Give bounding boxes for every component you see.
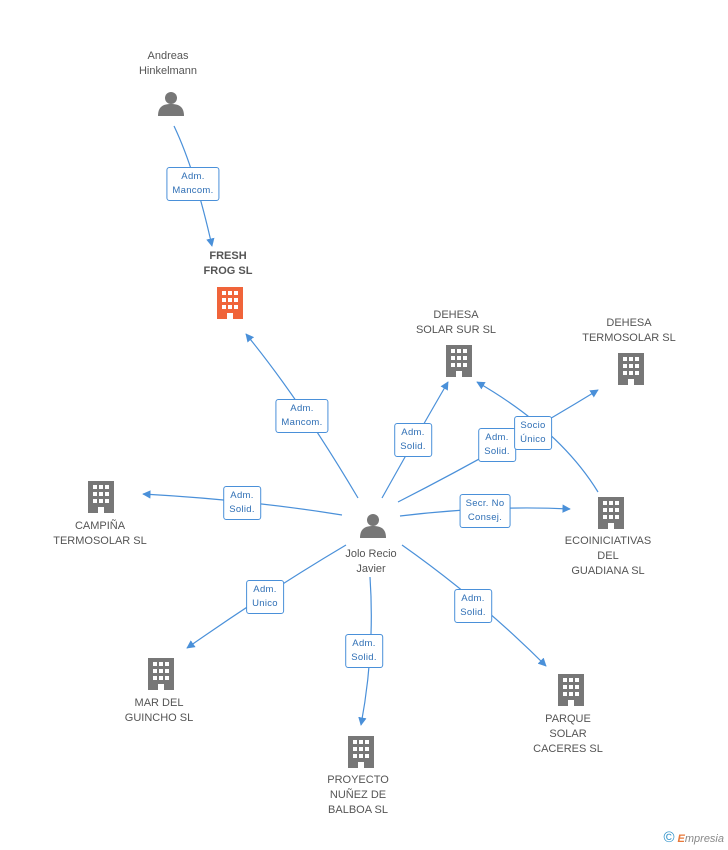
edge-label-jolo-dehesa-termosolar: Adm. Solid.: [478, 428, 516, 462]
person-icon: [158, 92, 184, 116]
edge-label-jolo-proyecto: Adm. Solid.: [345, 634, 383, 668]
node-label-jolo[interactable]: Jolo Recio Javier: [345, 548, 397, 575]
person-icon: [360, 514, 386, 538]
node-label-mar-del-guincho[interactable]: MAR DEL GUINCHO SL: [124, 697, 194, 724]
edge-label-jolo-fresh: Adm. Mancom.: [275, 399, 329, 433]
node-label-parque[interactable]: PARQUE SOLAR CACERES SL: [533, 713, 603, 755]
copyright-notice: ©Empresia: [663, 829, 724, 846]
building-icon: [598, 497, 624, 529]
building-icon: [618, 353, 644, 385]
copyright-icon: ©: [663, 829, 675, 846]
node-label-ecoiniciativas[interactable]: ECOINICIATIVAS DEL GUADIANA SL: [564, 535, 652, 577]
node-label-proyecto[interactable]: PROYECTO NUÑEZ DE BALBOA SL: [327, 774, 389, 816]
building-icon: [148, 658, 174, 690]
edge-label-jolo-campina: Adm. Solid.: [223, 486, 261, 520]
building-icon: [88, 481, 114, 513]
edge-label-jolo-ecoiniciativas: Secr. No Consej.: [459, 494, 511, 528]
node-label-fresh-frog[interactable]: FRESH FROG SL: [203, 250, 253, 277]
node-label-campina[interactable]: CAMPIÑA TERMOSOLAR SL: [53, 520, 147, 547]
building-icon: [217, 287, 243, 319]
edge-label-jolo-mar: Adm. Unico: [246, 580, 284, 614]
building-icon: [558, 674, 584, 706]
edge-label-andreas-fresh: Adm. Mancom.: [166, 167, 220, 201]
empresia-logo-text: mpresia: [684, 833, 724, 845]
node-label-andreas[interactable]: Andreas Hinkelmann: [138, 50, 198, 77]
edge-label-jolo-parque: Adm. Solid.: [454, 589, 492, 623]
empresia-logo-initial: E: [677, 833, 685, 845]
node-label-dehesa-termosolar[interactable]: DEHESA TERMOSOLAR SL: [582, 317, 676, 344]
edge-label-jolo-dehesa-solar-sur: Adm. Solid.: [394, 423, 432, 457]
node-label-dehesa-solar-sur[interactable]: DEHESA SOLAR SUR SL: [415, 309, 497, 336]
building-icon: [446, 345, 472, 377]
edge-label-eco-dehesa: Socio Único: [514, 416, 552, 450]
building-icon: [348, 736, 374, 768]
